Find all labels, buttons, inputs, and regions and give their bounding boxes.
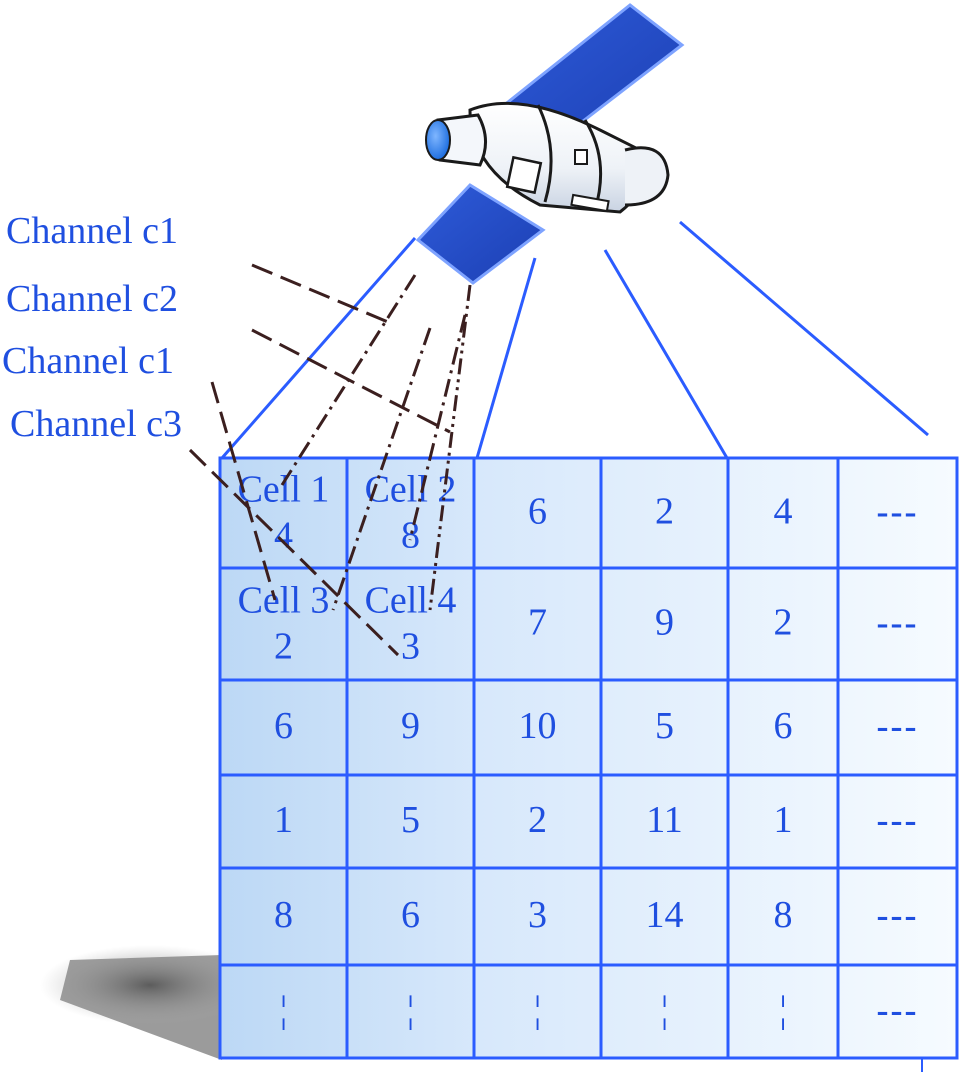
grid-cell-value: 1 [774,799,793,841]
grid-cell-name: Cell 4 [365,580,457,622]
grid-cell-continuation: --- [877,895,919,935]
grid-cell-value: 14 [646,894,684,936]
grid-cell-name: Cell 2 [365,469,457,511]
satellite-lens-tube [436,113,487,167]
grid-cell-value: 10 [519,705,557,747]
channel-label-c2: Channel c2 [6,278,179,320]
beam-line-2 [475,257,537,459]
beam-line-3 [603,249,729,459]
grid-cell-value: ¦ [779,989,787,1031]
grid-background [218,456,959,1060]
grid-cell-value: 6 [401,894,420,936]
grid-cell-value: 6 [528,491,547,533]
grid-cell-continuation: --- [877,491,919,531]
grid-cell-value: 5 [401,799,420,841]
grid-cell-continuation: --- [877,602,919,642]
grid-cell-value: ¦ [407,989,415,1031]
solar-panel-lower [415,183,546,285]
grid-cell-value: 3 [401,626,420,668]
grid-cell-value: 8 [401,515,420,557]
grid-cell-value: 2 [528,799,547,841]
grid-cell-continuation: --- [877,800,919,840]
link-c1b-leader [210,381,277,601]
link-c1-leader [251,263,389,324]
channel-label-c1-second: Channel c1 [2,340,175,382]
grid-cell-value: 7 [528,602,547,644]
grid-cell-value: ¦ [280,989,288,1031]
grid-cell-value: 11 [646,799,683,841]
grid-cell-value: 6 [774,705,793,747]
beam-line-4 [679,220,929,437]
grid-cell-value: 2 [274,626,293,668]
grid-cell-name: Cell 3 [238,580,330,622]
link-c3-leader [188,448,400,657]
grid-lines [220,458,957,1058]
channel-label-c3: Channel c3 [10,403,183,445]
grid-cell-value: 2 [655,491,674,533]
grid-cell-value: 6 [274,705,293,747]
grid-cell-value: ¦ [534,989,542,1031]
grid-cell-value: 9 [401,705,420,747]
coverage-beams [220,220,929,459]
link-beam-cell2 [408,314,467,541]
satellite-lens [425,119,451,161]
grid-cell-value: 5 [655,705,674,747]
link-c2-leader [251,328,451,434]
grid-cell-name: Cell 1 [238,469,330,511]
grid-cell-value: 8 [774,894,793,936]
grid-cell-value: 4 [774,491,793,533]
satellite-icon [415,3,685,285]
grid-cell-value: 1 [274,799,293,841]
channel-label-c1: Channel c1 [6,210,179,252]
beam-line-1 [220,237,417,459]
channel-links [188,263,472,657]
grid-cell-value: ¦ [661,989,669,1031]
grid-cell-value: 9 [655,602,674,644]
grid-cell-continuation: --- [877,706,919,746]
link-beam-cell1 [280,274,417,486]
grid-cell-value: 2 [774,602,793,644]
link-beam-cell4 [428,284,472,611]
satellite-body [468,101,646,214]
grid-cell-continuation: --- [877,990,919,1030]
satellite-nozzle [624,146,670,207]
table-shadow-soft [40,945,260,1025]
grid-cell-value: 8 [274,894,293,936]
grid-cell-value: 3 [528,894,547,936]
link-beam-cell3 [331,327,432,611]
